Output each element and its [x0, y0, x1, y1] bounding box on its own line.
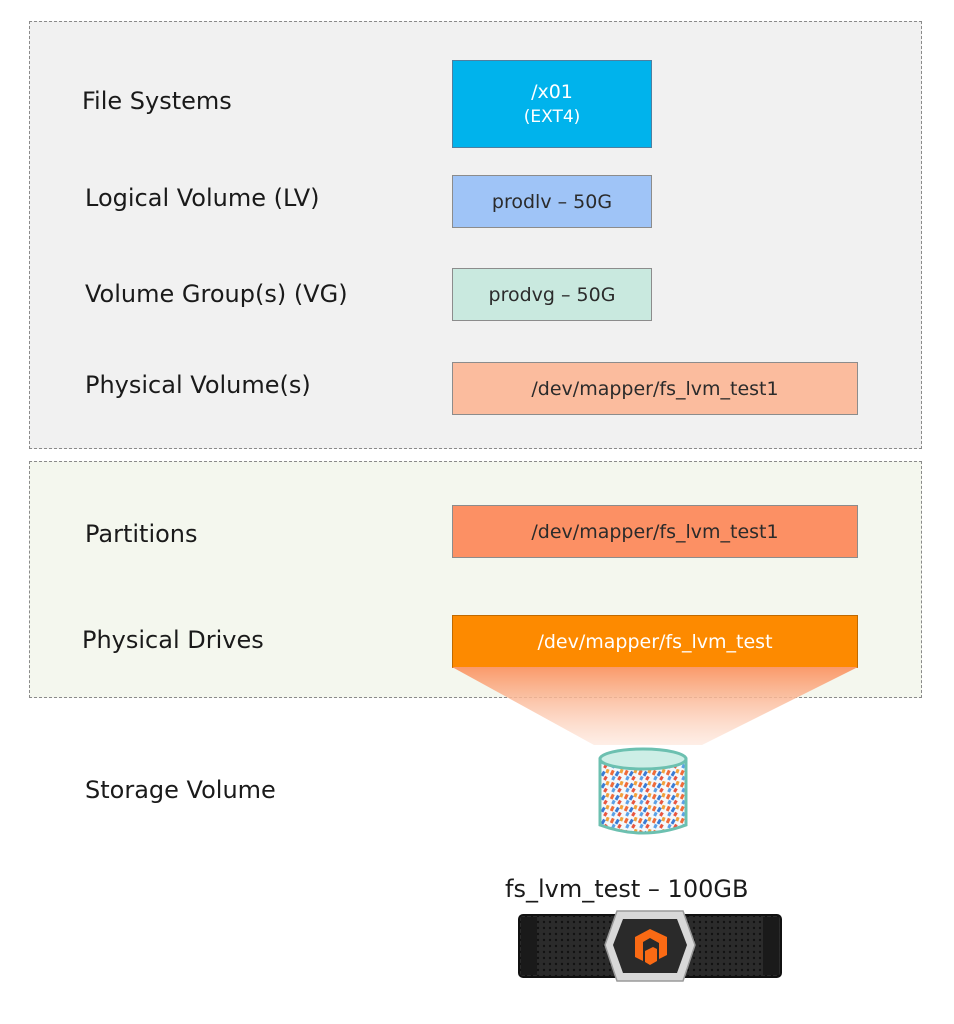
- physical-drives-label: Physical Drives: [82, 626, 264, 654]
- partitions-box: /dev/mapper/fs_lvm_test1: [452, 505, 858, 558]
- mapping-beam: [452, 667, 858, 745]
- storage-volume-label: Storage Volume: [85, 776, 276, 804]
- volume-group-box: prodvg – 50G: [452, 268, 652, 321]
- volume-group-label: Volume Group(s) (VG): [85, 280, 348, 308]
- file-system-mount: /x01: [531, 81, 573, 103]
- volume-group-text: prodvg – 50G: [488, 283, 616, 306]
- logical-volume-box: prodlv – 50G: [452, 175, 652, 228]
- file-systems-label: File Systems: [82, 87, 232, 115]
- physical-drives-text: /dev/mapper/fs_lvm_test: [537, 630, 773, 653]
- physical-volume-text: /dev/mapper/fs_lvm_test1: [531, 377, 779, 400]
- storage-volume-caption: fs_lvm_test – 100GB: [505, 875, 749, 903]
- logical-volume-text: prodlv – 50G: [491, 190, 613, 213]
- partitions-text: /dev/mapper/fs_lvm_test1: [531, 520, 779, 543]
- database-cylinder-icon: [598, 747, 688, 835]
- file-system-box: /x01 (EXT4): [452, 60, 652, 148]
- partitions-label: Partitions: [85, 520, 198, 548]
- logical-volume-label: Logical Volume (LV): [85, 184, 320, 212]
- physical-drives-box: /dev/mapper/fs_lvm_test: [452, 615, 858, 668]
- physical-volume-box: /dev/mapper/fs_lvm_test1: [452, 362, 858, 415]
- storage-array-logo: [518, 910, 782, 982]
- physical-volume-label: Physical Volume(s): [85, 371, 311, 399]
- file-system-type: (EXT4): [523, 107, 581, 127]
